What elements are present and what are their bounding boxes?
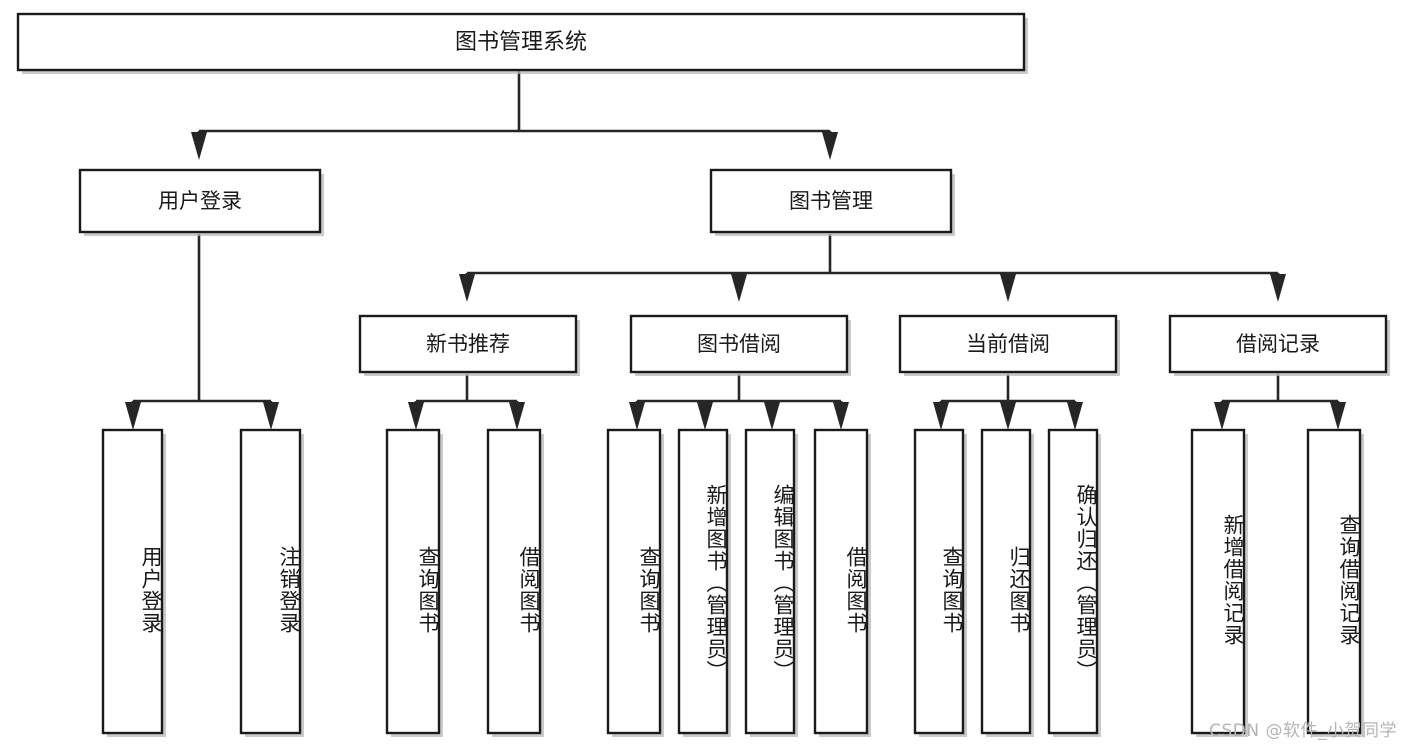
connector-borrowrecord-bus [1220, 374, 1340, 424]
arrow-to-leaf-query-book-2 [629, 402, 645, 430]
node-book-manage[interactable]: 图书管理 [709, 168, 955, 236]
arrow-to-leaf-borrow-book-2 [833, 402, 849, 430]
arrow-to-leaf-borrow-book-1 [509, 402, 525, 430]
arrow-to-leaf-edit-book [764, 402, 780, 430]
connector-root-to-level1 [197, 71, 832, 155]
arrow-to-borrow-record [1270, 274, 1286, 302]
arrow-to-leaf-confirm-return [1067, 402, 1083, 430]
node-leaf-logout[interactable] [239, 428, 304, 737]
node-book-borrow[interactable]: 图书借阅 [629, 314, 851, 376]
book-manage-label: 图书管理 [789, 189, 873, 213]
arrow-to-book-borrow [731, 274, 747, 302]
leaf-query-book-3-box [913, 428, 965, 735]
book-borrow-box [629, 314, 849, 374]
node-leaf-add-record[interactable] [1190, 428, 1248, 737]
leaf-return-book-box [980, 428, 1032, 735]
node-layer: 图书管理系统 用户登录 图书管理 新书推荐 [16, 12, 1390, 737]
leaf-confirm-return-box [1047, 428, 1099, 735]
connector-bookborrow-bus [635, 374, 843, 424]
arrow-to-leaf-return-book [1000, 402, 1016, 430]
arrow-to-leaf-user-login [125, 402, 141, 430]
node-leaf-edit-book[interactable] [744, 428, 798, 737]
leaf-query-book-1-box [385, 428, 441, 735]
node-leaf-confirm-return[interactable] [1047, 428, 1101, 737]
arrowhead-layer [125, 132, 1346, 430]
leaf-add-book-box [677, 428, 729, 735]
book-manage-box [709, 168, 953, 234]
leaf-query-book-2-box [606, 428, 662, 735]
arrow-to-leaf-query-book-1 [408, 402, 424, 430]
root-box [16, 12, 1026, 72]
watermark-text: CSDN @软件_小贺同学 [1209, 721, 1397, 741]
borrow-record-box [1168, 314, 1388, 374]
leaf-borrow-book-2-box [813, 428, 869, 735]
book-borrow-label: 图书借阅 [697, 332, 781, 356]
leaf-edit-book-box [744, 428, 796, 735]
node-borrow-record[interactable]: 借阅记录 [1168, 314, 1390, 376]
node-leaf-borrow-book-2[interactable] [813, 428, 871, 737]
leaf-logout-box [239, 428, 302, 735]
arrow-to-leaf-logout [263, 402, 279, 430]
leaf-add-record-box [1190, 428, 1246, 735]
node-current-borrow[interactable]: 当前借阅 [898, 314, 1120, 376]
new-book-rec-label: 新书推荐 [426, 332, 510, 356]
node-leaf-query-book-3[interactable] [913, 428, 967, 737]
node-new-book-rec[interactable]: 新书推荐 [358, 314, 580, 376]
node-leaf-query-book-2[interactable] [606, 428, 664, 737]
user-login-box [78, 168, 322, 234]
node-leaf-return-book[interactable] [980, 428, 1034, 737]
borrow-record-label: 借阅记录 [1236, 332, 1320, 356]
node-user-login[interactable]: 用户登录 [78, 168, 324, 236]
arrow-to-current-borrow [1000, 274, 1016, 302]
leaf-user-login-box [101, 428, 164, 735]
connector-newbook-bus [414, 374, 519, 424]
node-leaf-borrow-book-1[interactable] [486, 428, 544, 737]
arrow-to-book-manage [822, 132, 838, 160]
node-root[interactable]: 图书管理系统 [16, 12, 1028, 74]
node-leaf-query-book-1[interactable] [385, 428, 443, 737]
new-book-rec-box [358, 314, 578, 374]
arrow-to-leaf-add-record [1214, 402, 1230, 430]
arrow-to-leaf-add-book [697, 402, 713, 430]
connector-bookmanage-bus [465, 234, 1280, 298]
arrow-to-leaf-query-record [1330, 402, 1346, 430]
arrow-to-leaf-query-book-3 [933, 402, 949, 430]
node-leaf-query-record[interactable] [1306, 428, 1364, 737]
current-borrow-label: 当前借阅 [966, 332, 1050, 356]
node-leaf-add-book[interactable] [677, 428, 731, 737]
node-leaf-user-login[interactable] [101, 428, 166, 737]
user-login-label: 用户登录 [158, 189, 242, 213]
root-label: 图书管理系统 [455, 30, 587, 55]
leaf-borrow-book-1-box [486, 428, 542, 735]
current-borrow-box [898, 314, 1118, 374]
arrow-to-user-login [191, 132, 207, 160]
arrow-to-new-book-rec [459, 274, 475, 302]
leaf-query-record-box [1306, 428, 1362, 735]
connector-userlogin-bus [131, 234, 273, 424]
